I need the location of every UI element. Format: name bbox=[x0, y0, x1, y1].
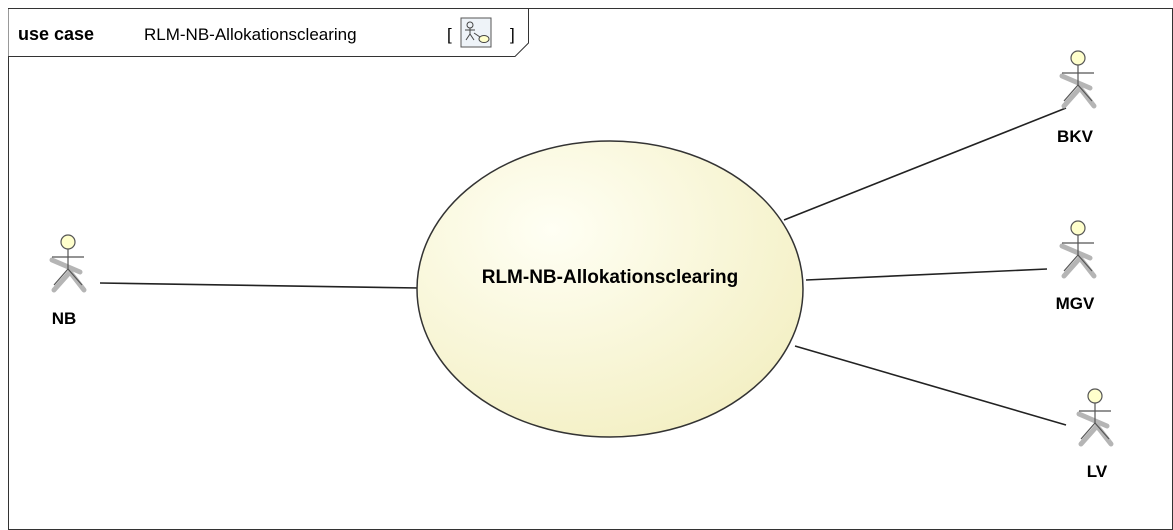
actor-lv-label: LV bbox=[1087, 462, 1108, 481]
actor-nb-label: NB bbox=[52, 309, 77, 328]
use-case-diagram-icon bbox=[460, 17, 492, 48]
frame-bracket-open: [ bbox=[447, 25, 452, 44]
frame-bracket-close: ] bbox=[510, 25, 515, 44]
actor-mgv-label: MGV bbox=[1056, 294, 1095, 313]
association-mgv bbox=[805, 268, 1048, 281]
actor-bkv-label: BKV bbox=[1057, 127, 1094, 146]
use-case-ellipse[interactable] bbox=[416, 140, 804, 438]
association-bkv bbox=[783, 107, 1067, 221]
frame-title: RLM-NB-Allokationsclearing bbox=[144, 25, 357, 44]
frame-keyword: use case bbox=[18, 24, 94, 44]
use-case-label: RLM-NB-Allokationsclearing bbox=[482, 267, 739, 288]
association-nb bbox=[99, 282, 421, 289]
association-lv bbox=[794, 345, 1067, 426]
frame-tab bbox=[8, 8, 529, 57]
